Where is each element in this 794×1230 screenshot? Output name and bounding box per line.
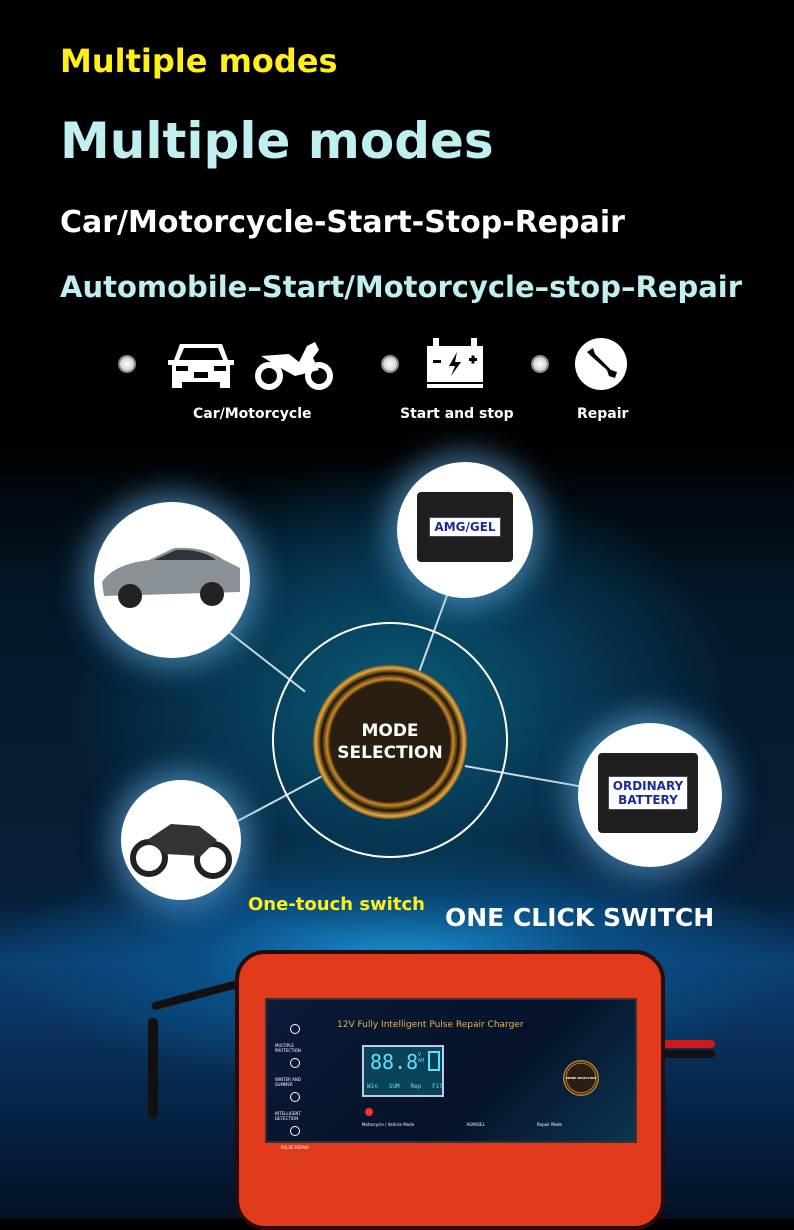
battery-image: AMG/GEL [417,492,513,562]
motorcycle-photo-circle [121,780,241,900]
charger-panel: 12V Fully Intelligent Pulse Repair Charg… [265,998,637,1150]
car-icon [168,344,234,388]
wrench-icon [575,338,627,390]
motorcycle-icon [255,342,333,390]
battery-icon [427,338,483,388]
subtitle: Car/Motorcycle-Start-Stop-Repair [60,205,625,240]
radio-car-motorcycle [118,355,136,373]
charger-title: 12V Fully Intelligent Pulse Repair Charg… [337,1020,524,1030]
mode-selection-button[interactable]: MODE SELECTION [563,1060,599,1096]
mode-label: Car/Motorcycle [193,406,312,422]
one-click-caption: ONE CLICK SWITCH [445,903,715,932]
mode-label: Start and stop [400,406,514,422]
motorcycle-image [130,824,232,879]
heading-large: Multiple modes [60,112,494,170]
cable-right [655,1040,715,1048]
lcd-value: 88.8 [370,1050,419,1074]
cable-left [148,1018,158,1118]
battery-label: AMG/GEL [429,517,501,537]
indicator-led-active [365,1108,373,1116]
selection-ring [272,622,508,858]
radio-start-stop [381,355,399,373]
mode-label: Repair [577,406,629,422]
mode-text: MODE [361,721,419,741]
radio-repair [531,355,549,373]
agm-battery-circle: AMG/GEL [397,462,533,598]
one-touch-caption: One-touch switch [248,894,425,915]
car-photo-circle [94,502,250,658]
car-image [102,547,240,608]
feature-list: MULTIPLE PROTECTION WINTER AND SUMMER IN… [275,1024,315,1150]
selection-text: SELECTION [337,743,443,763]
cable-right [655,1050,715,1058]
battery-level-icon [428,1051,440,1071]
heading-yellow: Multiple modes [60,42,338,80]
subtitle-secondary: Automobile–Start/Motorcycle–stop–Repair [60,270,743,304]
